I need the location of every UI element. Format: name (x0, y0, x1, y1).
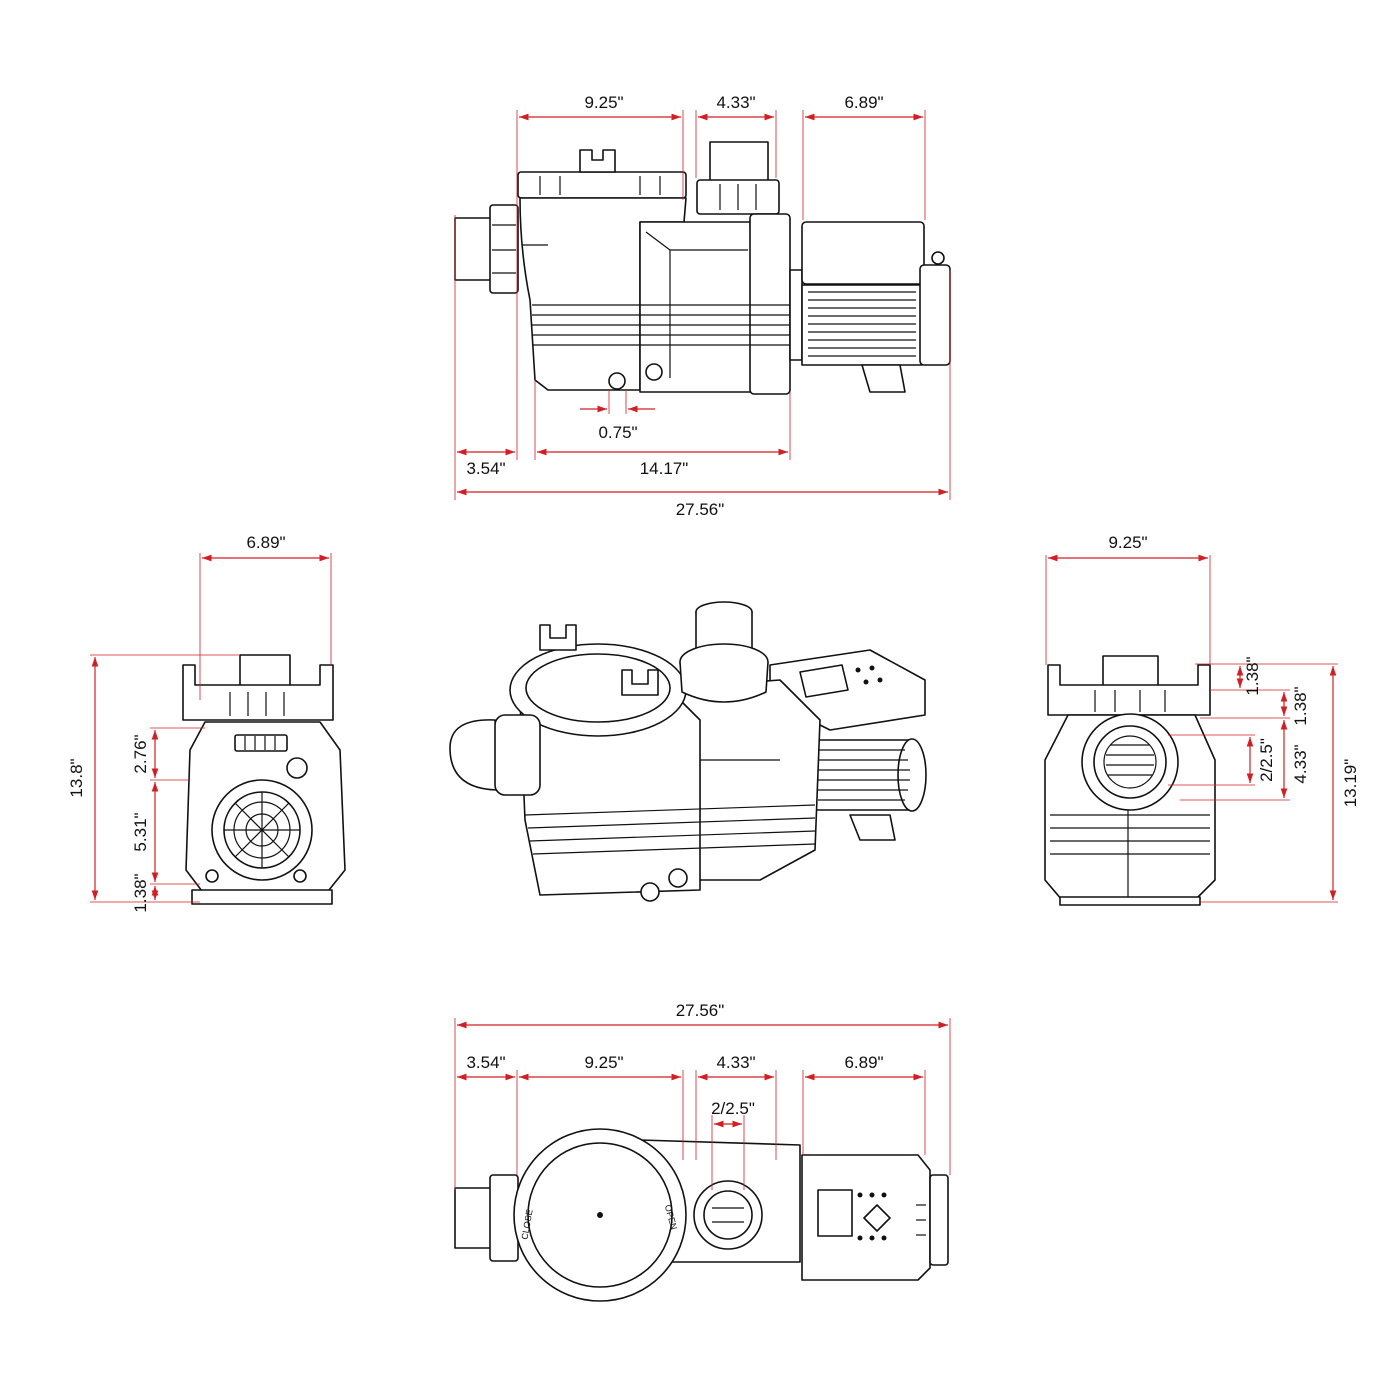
dim-back-4-33: 4.33" (1291, 744, 1310, 783)
dim-side-6-89: 6.89" (844, 93, 883, 112)
dim-side-27-56: 27.56" (676, 500, 725, 519)
dim-top-4-33: 4.33" (716, 1053, 755, 1072)
front-view-dimensions: 6.89" 13.8" 2.76" 5.31" 1.38" (67, 533, 332, 913)
dim-front-2-76: 2.76" (131, 734, 150, 773)
back-view (1044, 655, 1216, 906)
dim-top-9-25: 9.25" (584, 1053, 623, 1072)
front-view (182, 654, 346, 905)
dim-back-13-19: 13.19" (1341, 759, 1360, 808)
dim-side-3-54: 3.54" (466, 459, 505, 478)
dim-side-14-17: 14.17" (640, 459, 689, 478)
side-view-dimensions: 9.25" 4.33" 6.89" 0.75" 3.54" 14.17" 27.… (454, 93, 951, 519)
dim-back-port: 2/2.5" (1257, 738, 1276, 782)
dim-front-6-89: 6.89" (246, 533, 285, 552)
dim-front-1-38: 1.38" (131, 873, 150, 912)
top-view: CLOSE OPEN (454, 1128, 949, 1302)
dim-back-1-38a: 1.38" (1243, 656, 1262, 695)
dim-front-13-8: 13.8" (67, 758, 86, 797)
dim-side-0-75: 0.75" (598, 423, 637, 442)
top-view-dimensions: 27.56" 3.54" 9.25" 4.33" 6.89" 2/2.5" (454, 1001, 951, 1190)
dim-back-1-38b: 1.38" (1291, 686, 1310, 725)
dim-top-6-89: 6.89" (844, 1053, 883, 1072)
side-view (454, 141, 951, 395)
dim-top-27-56: 27.56" (676, 1001, 725, 1020)
back-view-dimensions: 9.25" 1.38" 1.38" 2/2.5" 4.33" 13.19" (1045, 533, 1360, 903)
dim-top-port: 2/2.5" (711, 1099, 755, 1118)
isometric-view (449, 601, 927, 902)
dim-side-4-33: 4.33" (716, 93, 755, 112)
dim-back-9-25: 9.25" (1108, 533, 1147, 552)
dim-front-5-31: 5.31" (131, 812, 150, 851)
dim-side-9-25: 9.25" (584, 93, 623, 112)
dim-top-3-54: 3.54" (466, 1053, 505, 1072)
